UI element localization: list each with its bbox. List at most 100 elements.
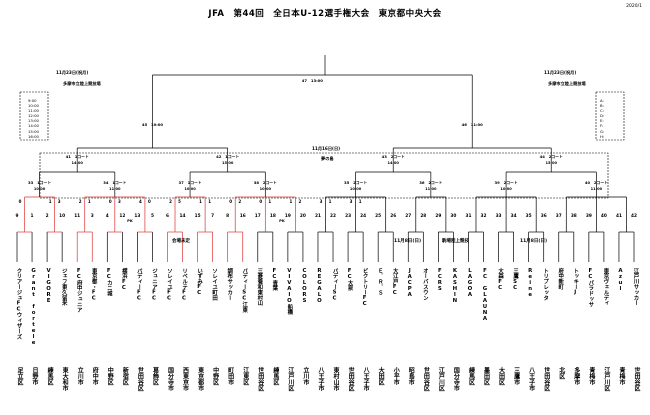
team-prefecture: 中野区 — [106, 367, 114, 385]
team-prefecture: 世田谷区 — [136, 367, 144, 391]
team-name: 東京ヴェルディ — [602, 268, 609, 306]
team-name: FC大泉 — [346, 268, 353, 291]
center-frame — [39, 152, 609, 199]
team-name: LAGOA — [466, 268, 473, 298]
right-schedule-slot-3: D: — [600, 113, 605, 119]
center-venue: 夢の島 — [321, 156, 334, 161]
team-name: FC GLAUNA — [482, 268, 488, 322]
team-name: VIGORE — [45, 268, 52, 304]
slot-number: 33 — [496, 213, 502, 219]
slot-number: 30 — [450, 213, 456, 219]
team-name: リベルテFC — [181, 268, 188, 302]
score-label: 0 — [148, 199, 151, 204]
slot-number: 37 — [556, 213, 562, 219]
slot-number: 7 — [211, 213, 214, 219]
team-prefecture: 大田区 — [497, 367, 505, 385]
team-prefecture: 八王子市 — [316, 367, 324, 391]
r16-match-label: 39 2コート — [495, 180, 518, 185]
team-prefecture: 府中市 — [91, 367, 99, 385]
slot-number: 10 — [59, 213, 65, 219]
score-label: 2 — [169, 199, 172, 204]
score-label: 2 — [79, 199, 82, 204]
team-name: JACPA — [406, 268, 413, 298]
score-label: 1 — [88, 199, 91, 204]
left-schedule-time-7: 16:00 — [28, 133, 39, 139]
team-name: Azul — [617, 268, 624, 292]
r16-match-time: 10:00 — [34, 187, 46, 191]
slot-number: 42 — [631, 213, 637, 219]
r16-match-label: 40 2コート — [585, 180, 608, 185]
qf-match-label: 41 1コート — [66, 154, 89, 159]
left-schedule-time-1: 10:00 — [28, 103, 39, 109]
right-venue: 多摩市立陸上競技場 — [548, 81, 586, 86]
left-schedule-box — [19, 91, 49, 141]
qf-match-time: 15:00 — [222, 161, 234, 165]
sf-match-label: 45 10:00 — [142, 122, 164, 127]
note-date-1: 11月8日(日) — [394, 239, 422, 244]
team-name: 江戸川サッカー — [632, 268, 639, 306]
slot-number: 14 — [180, 213, 186, 219]
right-schedule: A:B:C:D:E:F:G:H: — [600, 98, 604, 139]
r16-match-time: 10:00 — [350, 187, 362, 191]
team-prefecture: 八王子市 — [362, 367, 370, 391]
slot-number: 41 — [616, 213, 622, 219]
left-schedule-time-6: 15:00 — [28, 128, 39, 134]
slot-number: 38 — [571, 213, 577, 219]
team-prefecture: 青梅市 — [587, 367, 595, 385]
team-name: ジュニアFC — [150, 268, 157, 302]
slot-number: 4 — [106, 213, 109, 219]
score-label: 1 — [359, 199, 362, 204]
score-label: 3 — [320, 199, 323, 204]
team-prefecture: 東大和市 — [61, 367, 69, 391]
team-name: バディーSC — [331, 268, 338, 302]
slot-number: 13 — [134, 213, 140, 219]
team-name: 調布サッカー — [226, 268, 233, 301]
team-name: ソレイユFC — [165, 268, 172, 302]
note-date-2: 11月8日(日) — [520, 239, 548, 244]
team-name: FCRS — [436, 268, 443, 292]
team-name: ジェフ東久留米 — [60, 268, 67, 306]
team-name: クリアージュFCウィザーズ — [15, 268, 22, 340]
team-prefecture: 町田市 — [226, 367, 234, 385]
final-label: 47 13:00 — [302, 78, 324, 83]
r16-match-label: 34 1コート — [103, 180, 126, 185]
slot-number: 6 — [166, 213, 169, 219]
team-name: REGALO — [316, 268, 323, 304]
pk-mark: PK — [127, 218, 134, 223]
slot-number: 15 — [195, 213, 201, 219]
team-name: トリプレッタ — [542, 268, 549, 301]
team-prefecture: 世田谷区 — [422, 367, 430, 391]
score-label: 5 — [178, 199, 181, 204]
r16-match-label: 33 1コート — [28, 180, 51, 185]
team-name: FC府中ジュニア — [75, 268, 82, 313]
right-schedule-slot-1: B: — [600, 103, 604, 109]
score-label: 0 — [109, 199, 112, 204]
team-prefecture: 江戸川区 — [286, 367, 294, 391]
score-label: 1 — [289, 199, 292, 204]
right-schedule-slot-2: C: — [600, 108, 604, 114]
right-schedule-slot-5: F: — [600, 123, 604, 129]
team-prefecture: 練馬区 — [467, 367, 475, 385]
slot-number: 39 — [586, 213, 592, 219]
r16-match-time: 11:00 — [425, 187, 437, 191]
team-prefecture: 葛飾区 — [151, 367, 159, 385]
slot-number: 2 — [46, 213, 49, 219]
score-label: 0 — [229, 199, 232, 204]
team-prefecture: 足立区 — [16, 367, 23, 385]
team-name: Grant fortele — [30, 268, 37, 346]
slot-number: 35 — [526, 213, 532, 219]
qf-match-time: 15:00 — [546, 161, 558, 165]
team-name: 三鷹SC — [512, 268, 519, 291]
slot-number: 8 — [226, 213, 229, 219]
slot-number: 40 — [601, 213, 607, 219]
team-prefecture: 世田谷区 — [542, 367, 550, 391]
slot-number: 16 — [240, 213, 246, 219]
team-prefecture: 昭島市 — [407, 367, 415, 385]
pk-mark: PK — [279, 218, 286, 223]
team-name: ソレイユ町田 — [211, 268, 218, 301]
score-label: 1 — [208, 199, 211, 204]
r16-match-time: 11:00 — [109, 187, 121, 191]
team-prefecture: 北区 — [557, 367, 565, 379]
score-label: 0 — [259, 199, 262, 204]
